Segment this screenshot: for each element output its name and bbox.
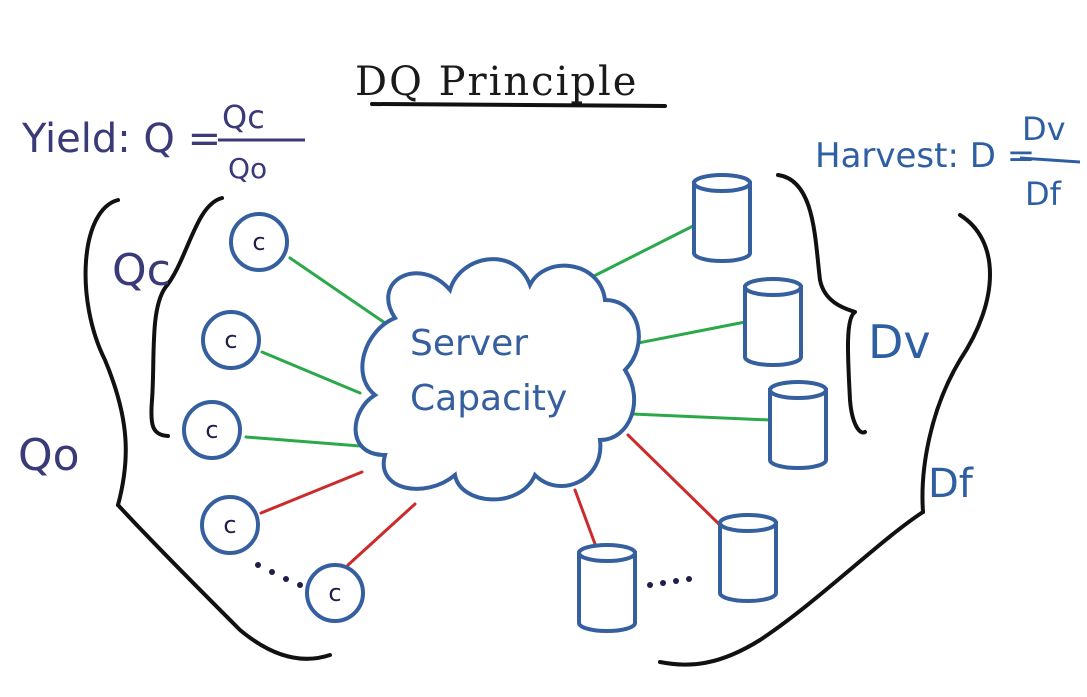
client-ellipsis xyxy=(255,562,303,588)
database-top xyxy=(768,380,828,400)
client-node: c xyxy=(229,212,289,272)
client-node: c xyxy=(201,310,261,370)
ellipsis-dot xyxy=(686,576,692,582)
connections xyxy=(244,223,772,567)
harvest-denominator: Df xyxy=(1025,175,1062,213)
database-link-valid xyxy=(588,223,697,280)
qo-brace-left xyxy=(83,198,128,507)
yield-prefix: Yield: Q = xyxy=(21,116,221,162)
harvest-formula: Harvest: D = Dv Df xyxy=(815,110,1081,213)
dv-brace xyxy=(776,173,867,435)
client-link-served xyxy=(244,435,362,448)
df-label: Df xyxy=(928,461,974,507)
yield-numerator: Qc xyxy=(222,98,265,136)
client-circle xyxy=(305,563,365,623)
database-body xyxy=(692,181,752,263)
database-ellipsis xyxy=(647,576,692,588)
cloud-shape xyxy=(353,257,641,502)
ellipsis-dot xyxy=(297,582,303,588)
client-circle xyxy=(200,495,260,555)
qc-brace xyxy=(149,196,224,438)
yield-denominator: Qo xyxy=(228,152,267,185)
database-icon xyxy=(577,543,637,633)
ellipsis-dot xyxy=(673,578,679,584)
server-label: Server xyxy=(410,323,528,364)
df-brace-right xyxy=(920,213,992,514)
database-top xyxy=(743,277,803,297)
database-icon xyxy=(743,277,803,367)
database-link-failed xyxy=(573,488,600,554)
database-link-failed xyxy=(626,433,724,529)
database-top xyxy=(692,173,752,193)
database-link-valid xyxy=(631,412,772,422)
client-nodes: c c c c c xyxy=(182,212,365,623)
harvest-fraction-bar xyxy=(1019,156,1081,164)
client-label: c xyxy=(223,511,236,539)
client-node: c xyxy=(305,563,365,623)
database-nodes xyxy=(577,173,828,633)
client-link-served xyxy=(260,350,362,395)
database-top xyxy=(718,513,778,533)
df-brace-bottom xyxy=(658,510,925,667)
client-link-served xyxy=(288,256,390,327)
title-underline xyxy=(370,102,667,108)
harvest-prefix: Harvest: D = xyxy=(815,136,1035,176)
ellipsis-dot xyxy=(660,580,666,586)
client-node: c xyxy=(200,495,260,555)
ellipsis-dot xyxy=(269,569,275,575)
yield-formula: Yield: Q = Qc Qo xyxy=(21,98,305,185)
qc-label: Qc xyxy=(112,245,171,296)
database-top xyxy=(577,543,637,563)
qo-label: Qo xyxy=(18,430,80,481)
database-body xyxy=(768,388,828,470)
harvest-numerator: Dv xyxy=(1022,110,1066,148)
ellipsis-dot xyxy=(255,562,261,568)
client-label: c xyxy=(252,228,265,256)
database-icon xyxy=(718,513,778,603)
database-icon xyxy=(692,173,752,263)
client-node: c xyxy=(182,400,242,460)
database-body xyxy=(718,521,778,603)
client-circle xyxy=(182,400,242,460)
client-circle xyxy=(201,310,261,370)
server-capacity-cloud: Server Capacity xyxy=(353,257,641,502)
client-label: c xyxy=(205,416,218,444)
database-body xyxy=(743,285,803,367)
database-icon xyxy=(768,380,828,470)
ellipsis-dot xyxy=(283,576,289,582)
database-body xyxy=(577,551,637,633)
client-link-dropped xyxy=(259,470,364,515)
dv-label: Dv xyxy=(868,315,931,369)
client-label: c xyxy=(224,326,237,354)
diagram-title: DQ Principle xyxy=(355,59,638,105)
client-link-dropped xyxy=(346,502,417,567)
client-circle xyxy=(229,212,289,272)
database-link-valid xyxy=(631,320,747,346)
capacity-label: Capacity xyxy=(410,378,567,419)
qo-brace-bottom xyxy=(116,503,332,661)
client-label: c xyxy=(328,579,341,607)
ellipsis-dot xyxy=(647,582,653,588)
